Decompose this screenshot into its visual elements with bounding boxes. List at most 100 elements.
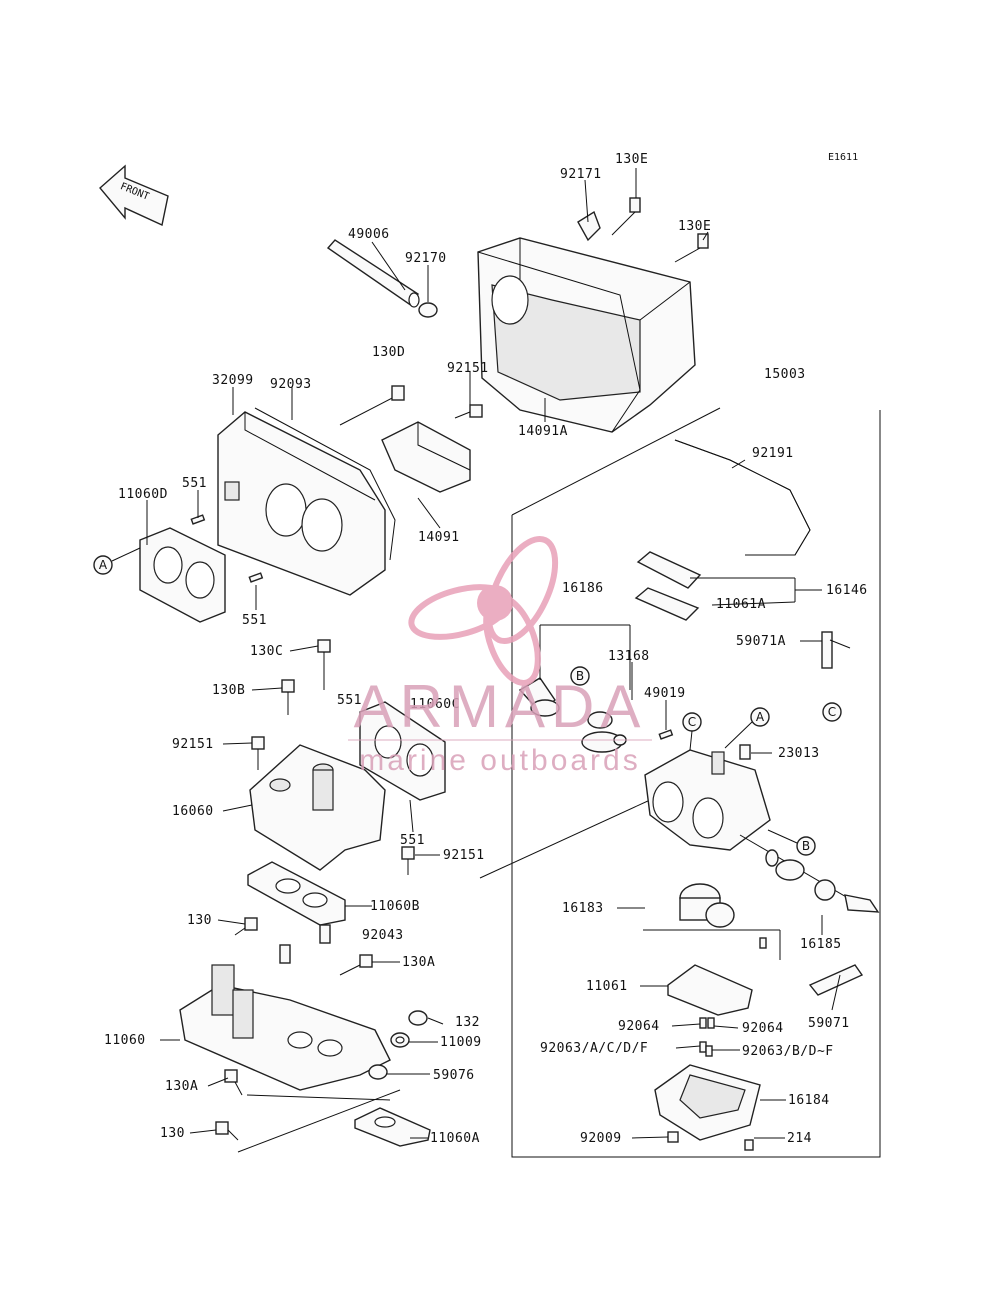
bolt-130a-lower [224, 1069, 243, 1096]
part-label: 130E [678, 219, 711, 234]
part-label: 130E [615, 152, 648, 167]
part-label: 11060 [104, 1033, 146, 1048]
part-label: 130 [187, 913, 212, 928]
gasket-11060b [247, 861, 346, 926]
pin-49019 [658, 729, 674, 740]
bracket-14091 [381, 421, 471, 493]
bolt-130e-1 [611, 197, 641, 236]
part-label: 14091 [418, 530, 460, 545]
part-label: 92063/A/C/D/F [540, 1041, 648, 1056]
fitting-59071 [808, 964, 864, 996]
part-label: 13168 [608, 649, 650, 664]
part-label: 92151 [172, 737, 214, 752]
part-label: 92151 [443, 848, 485, 863]
link-16186 [518, 677, 627, 753]
part-label: 16186 [562, 581, 604, 596]
part-label: 92191 [752, 446, 794, 461]
fitting-59076 [368, 1064, 388, 1080]
bolt-92151-top [454, 404, 483, 419]
part-label: 92170 [405, 251, 447, 266]
part-label: 130C [250, 644, 283, 659]
part-label: 130A [165, 1079, 198, 1094]
gasket-11061 [667, 964, 753, 1016]
part-label: 214 [787, 1131, 812, 1146]
gasket-11060a [354, 1107, 431, 1147]
part-label: 92063/B/D~F [742, 1044, 834, 1059]
screw-214 [744, 1139, 754, 1151]
watermark-tagline: marine outboards [359, 744, 640, 777]
part-label: 92043 [362, 928, 404, 943]
part-label: 11061 [586, 979, 628, 994]
part-label: 11061A [716, 597, 766, 612]
part-label: 11060C [410, 697, 460, 712]
fitting-59071a [821, 631, 851, 669]
front-arrow-icon: FRONT [99, 164, 169, 227]
jets-92063 [699, 1041, 713, 1057]
part-label: 551 [337, 693, 362, 708]
callout-b-upper: B [570, 666, 590, 686]
screw-23013 [739, 744, 751, 760]
part-label: 11060D [118, 487, 168, 502]
bolt-92151-lower [401, 846, 415, 875]
throttle-shaft-16185 [739, 834, 880, 913]
part-label: 130A [402, 955, 435, 970]
part-label: 130D [372, 345, 405, 360]
bolt-130-lower [215, 1121, 239, 1141]
part-label: 49019 [644, 686, 686, 701]
gasket-11060d [139, 527, 226, 623]
intake-base-11060 [179, 964, 391, 1091]
part-label: 16060 [172, 804, 214, 819]
part-label: 11060A [430, 1131, 480, 1146]
bolt-92151-left [251, 736, 265, 770]
svg-text:B: B [802, 839, 810, 853]
part-label: 92064 [742, 1021, 784, 1036]
screw-92009 [667, 1131, 679, 1143]
part-label: 132 [455, 1015, 480, 1030]
part-label: 551 [182, 476, 207, 491]
bolt-130c [317, 639, 331, 690]
callout-a-carb: A [724, 707, 770, 749]
carburetor-group-outline [479, 407, 881, 1158]
part-label: 130B [212, 683, 245, 698]
pin-551-a [190, 514, 206, 525]
washer-11009 [390, 1032, 410, 1048]
gasket-92093 [254, 407, 396, 561]
watermark: ARMADA marine outboards [348, 535, 652, 777]
svg-text:C: C [688, 715, 696, 729]
intake-manifold-16060 [249, 744, 386, 871]
clamp-92170 [418, 302, 438, 318]
svg-text:A: A [99, 558, 108, 572]
cover-16146 [636, 551, 702, 589]
diagram-code: E1611 [828, 152, 858, 163]
svg-text:B: B [576, 669, 584, 683]
part-label: 16146 [826, 583, 868, 598]
bolt-130e-2 [674, 233, 709, 263]
part-label: 92093 [270, 377, 312, 392]
carburetor-body [644, 749, 771, 851]
fuel-hose-92191 [674, 439, 811, 556]
flame-arrester-32099 [217, 411, 386, 596]
part-label: 551 [242, 613, 267, 628]
dowel-pin-2 [319, 924, 331, 944]
part-label: 59076 [433, 1068, 475, 1083]
propeller-logo-icon [408, 535, 559, 686]
part-label: 16183 [562, 901, 604, 916]
part-label: 14091A [518, 424, 568, 439]
part-label: 49006 [348, 227, 390, 242]
part-label: 11060B [370, 899, 420, 914]
airbox-cover [477, 237, 696, 433]
part-label: 92151 [447, 361, 489, 376]
callout-c-carb: C [682, 712, 702, 751]
part-label: 551 [400, 833, 425, 848]
jets-92064 [699, 1017, 715, 1029]
bolt-130a-upper [339, 954, 373, 976]
part-label: 59071 [808, 1016, 850, 1031]
part-label: 16184 [788, 1093, 830, 1108]
part-label: 130 [160, 1126, 185, 1141]
part-label: 16185 [800, 937, 842, 952]
airbox-cover-gasket [477, 251, 641, 433]
bolt-130b [281, 679, 295, 715]
bolt-130d [339, 385, 405, 426]
